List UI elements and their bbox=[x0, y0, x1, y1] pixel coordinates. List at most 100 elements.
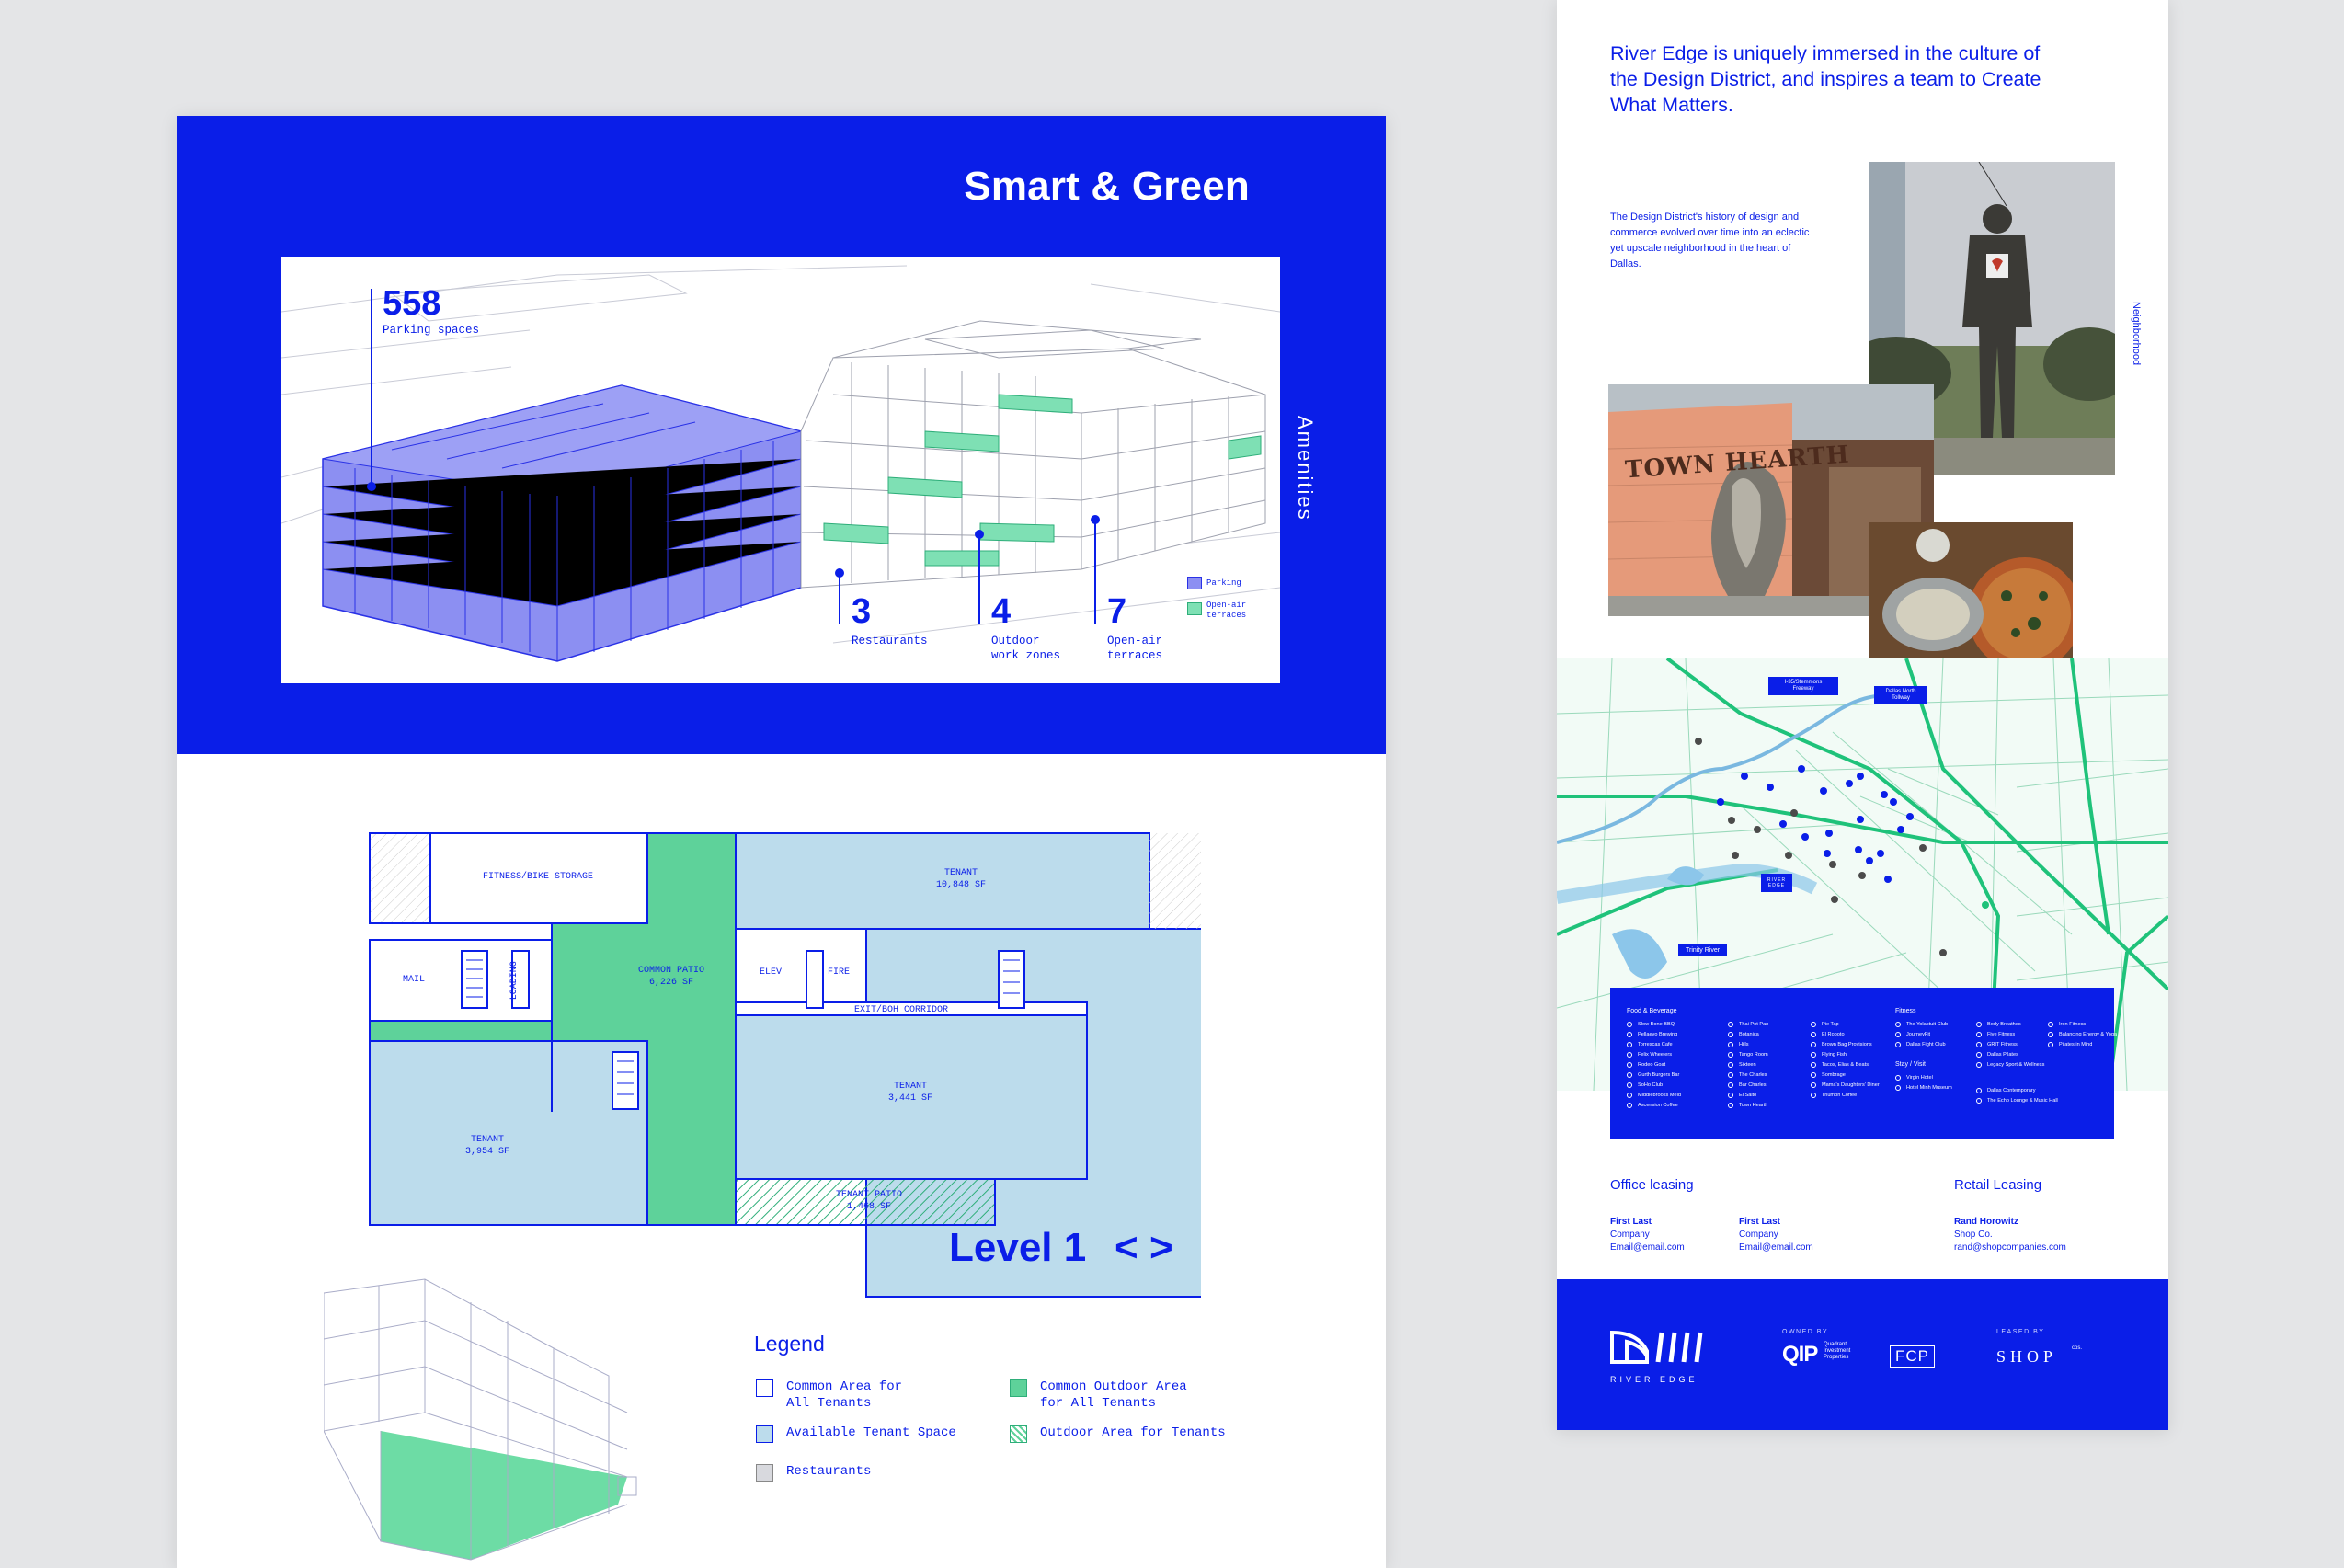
legend-terrace-label: Open-air terraces bbox=[1206, 601, 1247, 620]
key-dot-icon bbox=[2048, 1031, 2053, 1037]
room-exit-corridor: EXIT/BOH CORRIDOR bbox=[853, 1005, 949, 1015]
legend-label: Common Area for All Tenants bbox=[786, 1379, 903, 1411]
legend-item-common-area: Common Area for All Tenants bbox=[756, 1379, 902, 1412]
qip-full-name: Quadrant Investment Properties bbox=[1824, 1342, 1851, 1361]
fcp-logo: FCP bbox=[1890, 1345, 1935, 1368]
map-label-tollway: Dallas North Tollway bbox=[1874, 686, 1927, 705]
key-dot-icon bbox=[1728, 1082, 1733, 1088]
map-key-entry: Tacos, Elias & Beats bbox=[1811, 1060, 1880, 1070]
legend-item-restaurants: Restaurants bbox=[756, 1464, 871, 1482]
qip-logo: QIP bbox=[1782, 1342, 1818, 1367]
neighborhood-page: River Edge is uniquely immersed in the c… bbox=[1557, 0, 2168, 1430]
stat-workzones-label: Outdoor work zones bbox=[991, 635, 1061, 663]
room-fire: FIRE bbox=[827, 967, 850, 978]
key-dot-icon bbox=[1728, 1051, 1733, 1058]
legend-label: Outdoor Area for Tenants bbox=[1040, 1425, 1226, 1440]
map-key-entry: Slow Bone BBQ bbox=[1627, 1020, 1681, 1030]
contact-office-2: First Last Company Email@email.com bbox=[1739, 1216, 1813, 1254]
river-edge-logo-icon bbox=[1610, 1330, 1703, 1364]
contact-retail: Rand Horowitz Shop Co. rand@shopcompanie… bbox=[1954, 1216, 2066, 1254]
key-dot-icon bbox=[1895, 1031, 1901, 1037]
map-key-entry: Five Fitness bbox=[1976, 1030, 2058, 1040]
swatch-green bbox=[1010, 1379, 1027, 1397]
legend-parking-label: Parking bbox=[1206, 578, 1241, 588]
key-dot-icon bbox=[1976, 1041, 1982, 1047]
room-elevator: ELEV bbox=[759, 967, 782, 978]
room-mail: MAIL bbox=[402, 975, 425, 985]
amenities-hero: Smart & Green Amenities bbox=[177, 116, 1386, 754]
room-loading: LOADING bbox=[509, 961, 520, 1001]
leased-by-label: LEASED BY bbox=[1996, 1329, 2045, 1335]
shop-logo: SHOP bbox=[1996, 1347, 2058, 1366]
map-key-entry: Mama's Daughters' Diner bbox=[1811, 1081, 1880, 1091]
key-dot-icon bbox=[1627, 1041, 1632, 1047]
map-key-entry: The Echo Lounge & Music Hall bbox=[1976, 1096, 2058, 1106]
map-key-entry: Rodeo Goat bbox=[1627, 1060, 1681, 1070]
contact-email[interactable]: Email@email.com bbox=[1739, 1242, 1813, 1253]
key-dot-icon bbox=[1811, 1021, 1816, 1027]
legend-parking-swatch bbox=[1187, 577, 1202, 589]
key-dot-icon bbox=[1895, 1041, 1901, 1047]
key-dot-icon bbox=[1976, 1061, 1982, 1068]
amenities-page: Smart & Green Amenities bbox=[177, 116, 1386, 1568]
key-dot-icon bbox=[1627, 1092, 1632, 1098]
contact-company: Shop Co. bbox=[1954, 1230, 1993, 1240]
town-hearth-photo: TOWN HEARTH bbox=[1608, 384, 1934, 616]
map-key-entry: SoHo Club bbox=[1627, 1081, 1681, 1091]
room-tenant-a: TENANT 10,848 SF bbox=[935, 868, 986, 890]
map-key-entry: El Salto bbox=[1728, 1091, 1768, 1101]
parking-garage bbox=[322, 384, 803, 662]
key-dot-icon bbox=[1976, 1051, 1982, 1058]
swatch-outline bbox=[756, 1379, 773, 1397]
floor-plan-drawing bbox=[369, 832, 1209, 1298]
map-key-entry: Triumph Coffee bbox=[1811, 1091, 1880, 1101]
map-label-freeway: I-35/Stemmons Freeway bbox=[1768, 677, 1838, 696]
level-label: Level 1 bbox=[949, 1225, 1087, 1270]
next-level-button[interactable]: > bbox=[1149, 1225, 1173, 1270]
amenities-side-label: Amenities bbox=[1294, 416, 1317, 521]
map-key-entry: Virgin Hotel bbox=[1895, 1073, 1952, 1083]
contact-email[interactable]: rand@shopcompanies.com bbox=[1954, 1242, 2066, 1253]
map-key-entry: Hotel Minh Museum bbox=[1895, 1083, 1952, 1093]
map-key-entry: El Roboto bbox=[1811, 1030, 1880, 1040]
map-key-entry: Bar Charles bbox=[1728, 1081, 1768, 1091]
swatch-grey bbox=[756, 1464, 773, 1482]
map-marker-river-edge[interactable]: RIVER EDGE bbox=[1761, 874, 1792, 892]
map-key-entry: Body Breathes bbox=[1976, 1020, 2058, 1030]
map-key-entry: Hills bbox=[1728, 1040, 1768, 1050]
room-tenant-patio: TENANT PATIO 1,468 SF bbox=[835, 1190, 902, 1212]
neighborhood-intro: River Edge is uniquely immersed in the c… bbox=[1610, 42, 2041, 116]
key-dot-icon bbox=[1728, 1092, 1733, 1098]
map-key-entry: Torrescas Cafe bbox=[1627, 1040, 1681, 1050]
contact-email[interactable]: Email@email.com bbox=[1610, 1242, 1685, 1253]
contact-office-1: First Last Company Email@email.com bbox=[1610, 1216, 1685, 1254]
shop-suffix: cos. bbox=[2072, 1345, 2083, 1351]
map-key-entry: Pilates in Mind bbox=[2048, 1040, 2117, 1050]
key-dot-icon bbox=[1728, 1071, 1733, 1078]
stat-parking-number: 558 bbox=[383, 284, 441, 323]
room-common-patio: COMMON PATIO 6,226 SF bbox=[637, 966, 704, 988]
hero-title: Smart & Green bbox=[964, 164, 1250, 209]
map-key-entry: Legacy Sport & Wellness bbox=[1976, 1060, 2058, 1070]
office-building bbox=[800, 320, 1266, 589]
map-key-entry: Felix Wheelers bbox=[1627, 1050, 1681, 1060]
map-key-entry: GRIT Fitness bbox=[1976, 1040, 2058, 1050]
contact-company: Company bbox=[1610, 1230, 1650, 1240]
map-label-trinity: Trinity River bbox=[1678, 944, 1728, 956]
axonometric-drawing bbox=[280, 265, 1281, 662]
swatch-lightblue bbox=[756, 1425, 773, 1443]
stat-restaurants-label: Restaurants bbox=[852, 635, 928, 647]
map-key-entry: Dallas Pilates bbox=[1976, 1050, 2058, 1060]
previous-level-button[interactable]: < bbox=[1115, 1225, 1138, 1270]
room-fitness: FITNESS/BIKE STORAGE bbox=[482, 872, 594, 882]
map-key-entry: The Yolastuit Club bbox=[1895, 1020, 1952, 1030]
key-dot-icon bbox=[1627, 1051, 1632, 1058]
key-dot-icon bbox=[1627, 1102, 1632, 1108]
legend-label: Restaurants bbox=[786, 1464, 872, 1479]
contact-company: Company bbox=[1739, 1230, 1778, 1240]
legend-label: Available Tenant Space bbox=[786, 1425, 956, 1440]
